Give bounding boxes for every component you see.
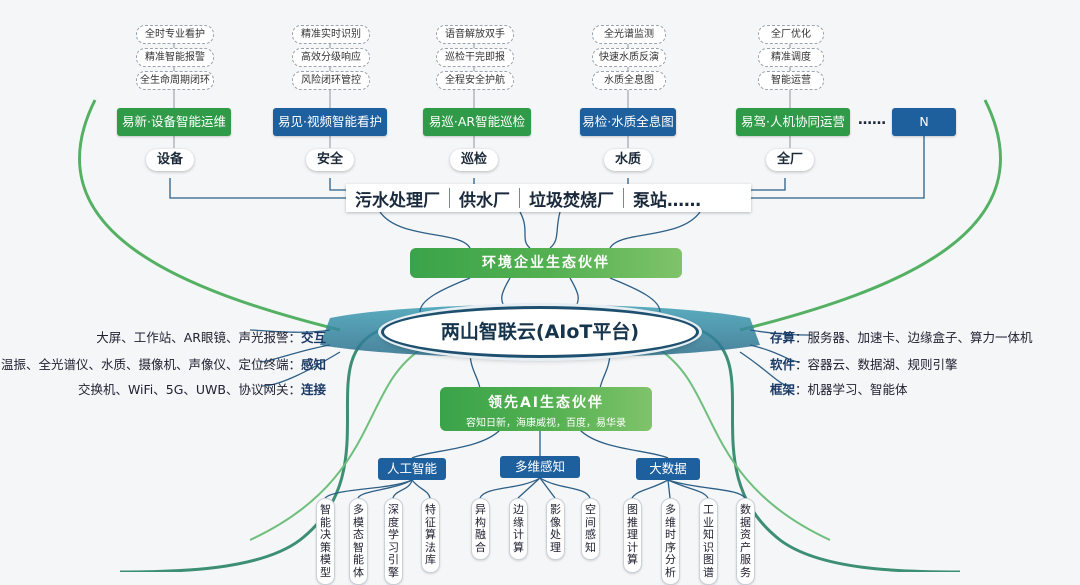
right-line-text: ：机器学习、智能体 — [795, 382, 908, 397]
leaf-edge-computing: 边缘计算 — [509, 498, 528, 560]
leaf-heterogeneous-fusion: 异构融合 — [471, 498, 490, 560]
product-ar-inspection: 易巡·AR智能巡检 — [423, 108, 531, 136]
leaf-multimodal-agent: 多模态智能体 — [349, 498, 368, 585]
feature-pill: 全厂优化 — [758, 25, 824, 44]
feature-pill: 智能运营 — [758, 71, 824, 90]
right-line-compute: 存算：服务器、加速卡、边缘盒子、算力一体机 — [770, 327, 1033, 346]
group-big-data: 大数据 — [636, 458, 700, 480]
left-line-interaction: 大屏、工作站、AR眼镜、声光报警：交互 — [96, 327, 326, 346]
leaf-image-processing: 影像处理 — [546, 498, 565, 560]
left-line-perception: 温振、全光谱仪、水质、摄像机、声像仪、定位终端：感知 — [1, 354, 326, 373]
left-line-text: 温振、全光谱仪、水质、摄像机、声像仪、定位终端： — [0, 357, 301, 372]
feature-pill: 全生命周期闭环 — [136, 71, 214, 90]
feature-pill: 语音解放双手 — [436, 25, 514, 44]
feature-pill: 高效分级响应 — [292, 48, 370, 67]
category-water-quality: 水质 — [604, 149, 652, 171]
plant-water-supply: 供水厂 — [459, 190, 510, 211]
right-line-key: 存算 — [770, 330, 796, 345]
feature-pill: 全光谱监测 — [592, 25, 666, 44]
plants-bar: 污水处理厂 供水厂 垃圾焚烧厂 泵站…… — [346, 184, 751, 212]
product-equipment-ops: 易新·设备智能运维 — [117, 108, 231, 136]
feature-pill: 精准实时识别 — [292, 25, 370, 44]
plant-incineration: 垃圾焚烧厂 — [529, 190, 614, 211]
feature-pill: 全程安全护航 — [436, 71, 514, 90]
more-dots: …… — [858, 112, 886, 128]
plant-pump-station: 泵站…… — [633, 190, 701, 211]
right-line-key: 软件 — [770, 357, 796, 372]
ecosystem-diagram: 全时专业看护 精准智能报警 全生命周期闭环 易新·设备智能运维 设备 精准实时识… — [1, 25, 1033, 585]
ai-partner-subtitle: 容知日新，海康威视，百度，易华录 — [466, 418, 626, 429]
left-line-text: 交换机、WiFi、5G、UWB、协议网关： — [77, 382, 301, 397]
right-line-framework: 框架：机器学习、智能体 — [770, 379, 908, 398]
leaf-spatial-perception: 空间感知 — [581, 498, 600, 560]
feature-pill: 精准调度 — [758, 48, 824, 67]
product-n: N — [892, 108, 956, 136]
group-ai: 人工智能 — [378, 458, 446, 480]
left-line-key: 连接 — [300, 382, 326, 397]
right-line-key: 框架 — [770, 382, 796, 397]
right-line-text: ：服务器、加速卡、边缘盒子、算力一体机 — [795, 330, 1033, 345]
leaf-graph-reasoning: 图推理计算 — [623, 498, 642, 573]
platform-ellipse: 两山智联云(AIoT平台) — [381, 306, 699, 358]
product-water-hologram: 易检·水质全息图 — [580, 108, 676, 136]
divider — [623, 188, 624, 208]
category-equipment: 设备 — [146, 149, 194, 171]
feature-pill: 水质全息图 — [592, 71, 666, 90]
ai-partner-title: 领先AI生态伙伴 — [487, 395, 605, 411]
branch-right-upper — [739, 99, 1002, 332]
ai-partner-band: 领先AI生态伙伴 容知日新，海康威视，百度，易华录 — [440, 387, 652, 431]
category-whole-plant: 全厂 — [766, 149, 814, 171]
feature-pill: 全时专业看护 — [136, 25, 214, 44]
plant-sewage: 污水处理厂 — [355, 190, 440, 211]
feature-pill: 快速水质反演 — [592, 48, 666, 67]
product-human-machine-ops: 易驾·人机协同运营 — [736, 108, 850, 136]
eco-partner-band: 环境企业生态伙伴 — [410, 248, 682, 278]
feature-pill: 精准智能报警 — [136, 48, 214, 67]
branch-right-lower — [699, 328, 961, 572]
product-video-guard: 易见·视频智能看护 — [273, 108, 387, 136]
left-line-key: 感知 — [300, 357, 326, 372]
branch-left-upper — [78, 99, 341, 332]
left-line-key: 交互 — [300, 330, 326, 345]
category-safety: 安全 — [306, 149, 354, 171]
divider — [449, 188, 450, 208]
group-perception: 多维感知 — [500, 456, 580, 478]
left-line-text: 大屏、工作站、AR眼镜、声光报警： — [96, 330, 301, 345]
left-line-connection: 交换机、WiFi、5G、UWB、协议网关：连接 — [78, 379, 326, 398]
category-inspection: 巡检 — [450, 149, 498, 171]
feature-pill: 巡检干完即报 — [436, 48, 514, 67]
divider — [519, 188, 520, 208]
leaf-feature-algorithms: 特征算法库 — [421, 498, 440, 573]
right-line-text: ：容器云、数据湖、规则引擎 — [795, 357, 958, 372]
feature-pill: 风险闭环管控 — [292, 71, 370, 90]
right-line-software: 软件：容器云、数据湖、规则引擎 — [770, 354, 958, 373]
